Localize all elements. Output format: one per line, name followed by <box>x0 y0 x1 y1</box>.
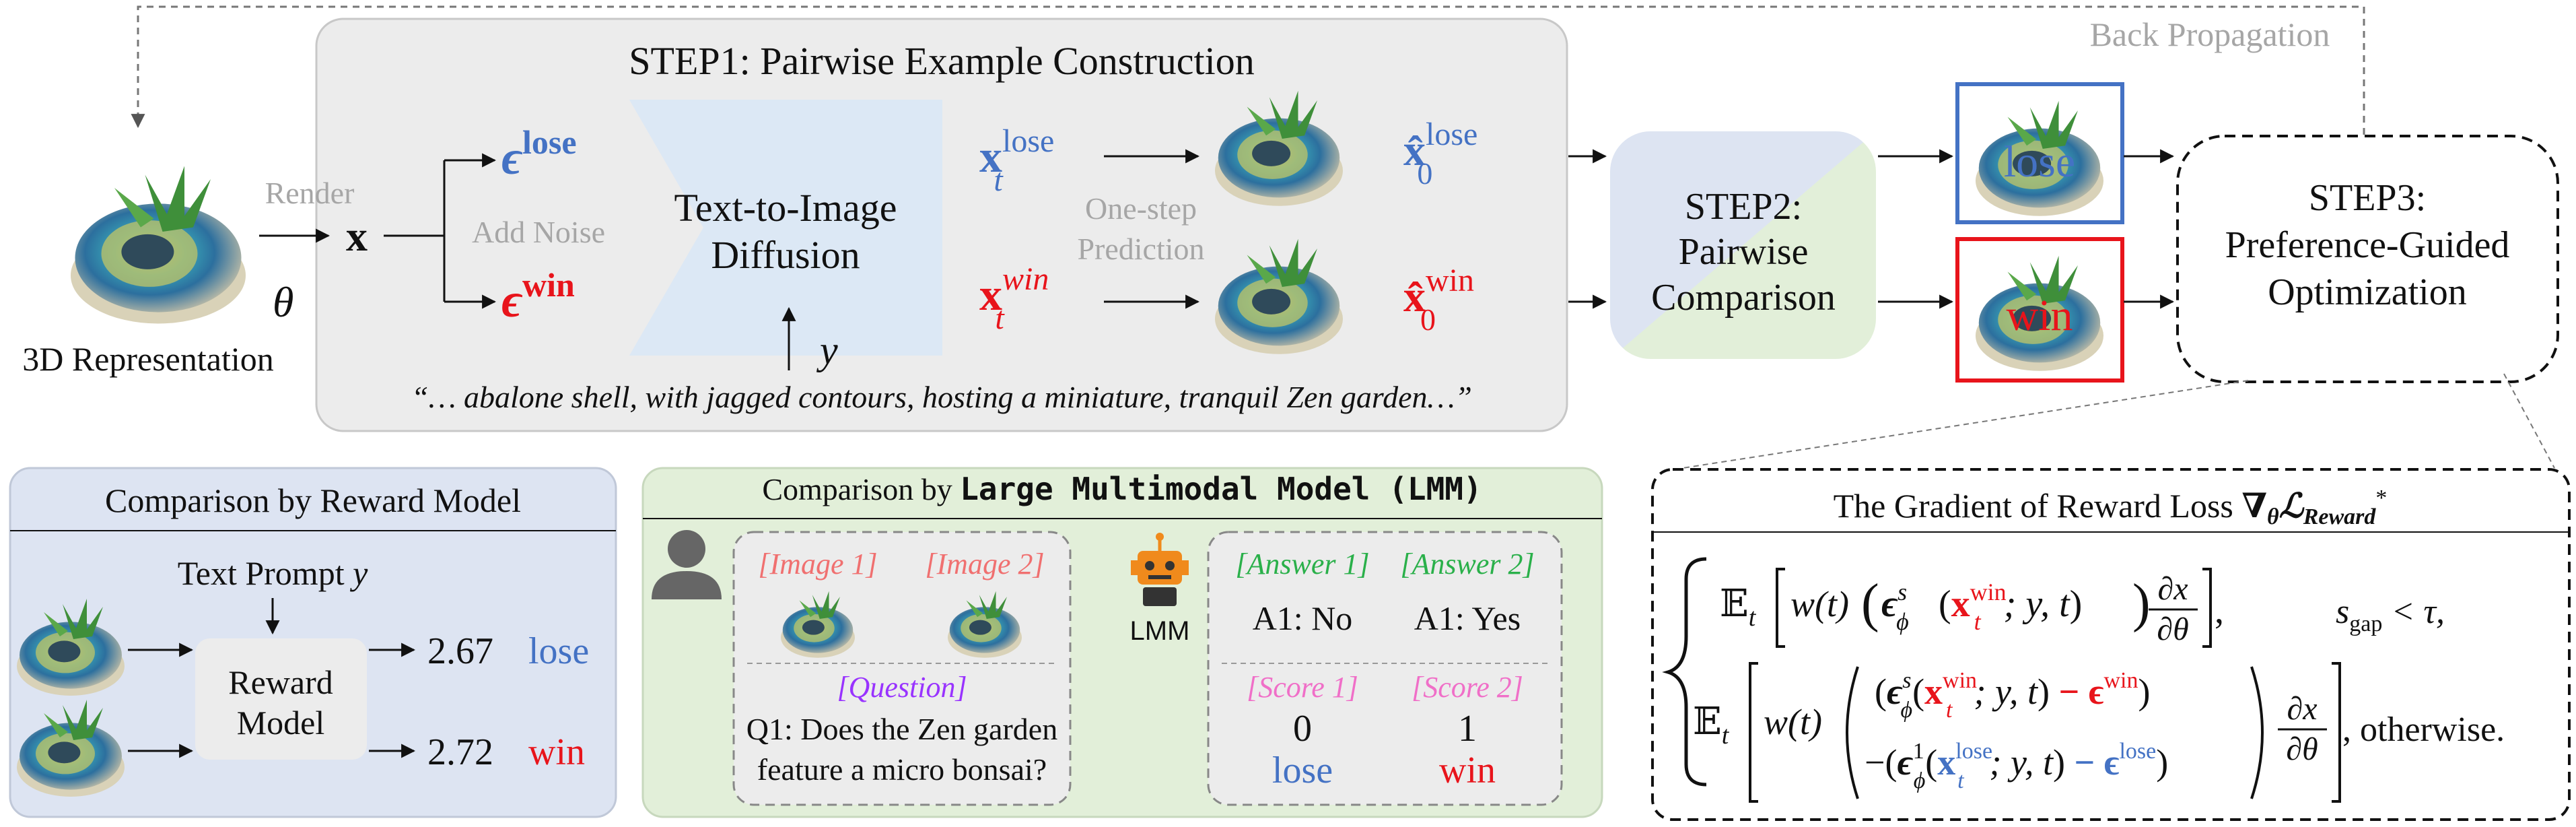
one-step-label-line1: One-step <box>1085 191 1197 226</box>
score1-tag: [Score 1] <box>1247 671 1358 704</box>
case1-left-bracket <box>1776 568 1785 648</box>
question-line2: feature a micro bonsai? <box>757 752 1047 787</box>
image1-tag: [Image 1] <box>758 548 877 581</box>
y-label: y <box>816 328 838 372</box>
step1-title: STEP1: Pairwise Example Construction <box>629 39 1255 83</box>
reward-score-lose: 2.67 <box>427 630 493 672</box>
back-propagation-arrow <box>131 5 2365 147</box>
case1-expectation: 𝔼t <box>1720 583 1757 632</box>
x-label: x <box>346 212 368 260</box>
reward-label-lose: lose <box>528 630 589 672</box>
case1-open-paren: ( <box>1861 574 1879 633</box>
step3-line1: STEP3: <box>2309 177 2426 219</box>
win-result-label: win <box>2007 291 2073 340</box>
score2-tag: [Score 2] <box>1412 671 1523 704</box>
gradient-panel-title: The Gradient of Reward Loss ∇θℒReward* <box>1834 486 2388 529</box>
case2-expectation: 𝔼t <box>1693 701 1730 750</box>
case1-close-paren: ) <box>2132 574 2151 633</box>
robot-icon <box>1131 533 1189 606</box>
eps-lose-symbol: ϵlose <box>501 123 577 185</box>
user-silhouette-icon <box>652 530 722 599</box>
answer1-tag: [Answer 1] <box>1235 548 1369 581</box>
one-step-label-line2: Prediction <box>1077 232 1204 266</box>
case1-condition: sgap < τ, <box>2336 593 2445 636</box>
text-prompt: “… abalone shell, with jagged contours, … <box>411 380 1472 414</box>
case1-right-bracket <box>2202 568 2212 648</box>
theta-label: θ <box>273 278 293 326</box>
image2-tag: [Image 2] <box>925 548 1044 581</box>
score2-label: win <box>1439 750 1496 791</box>
zoom-line-left <box>1682 380 2249 469</box>
question-tag: [Question] <box>837 671 967 704</box>
lose-result-label: lose <box>2004 137 2075 187</box>
case1-comma: , <box>2215 590 2224 632</box>
answer2-tag: [Answer 2] <box>1400 548 1534 581</box>
question-line1: Q1: Does the Zen garden <box>746 712 1057 746</box>
case2-left-bracket <box>1749 662 1758 803</box>
question-box <box>732 531 1072 806</box>
case2-weight: w(t) <box>1764 702 1822 742</box>
diffusion-label-line1: Text-to-Image <box>674 186 897 230</box>
step3-line3: Optimization <box>2268 271 2467 313</box>
reward-text-prompt: Text Prompt y <box>178 554 368 592</box>
score1-label: lose <box>1272 750 1333 791</box>
render-label: Render <box>265 176 355 210</box>
cases-brace <box>1662 557 1707 787</box>
reward-score-win: 2.72 <box>427 731 493 773</box>
reward-model-box <box>195 638 367 760</box>
diffusion-label-line2: Diffusion <box>711 233 860 277</box>
reward-panel-title: Comparison by Reward Model <box>105 482 521 519</box>
diffusion-model-shape <box>629 100 942 356</box>
answer-box <box>1207 531 1563 806</box>
case1-frac-den: ∂θ <box>2157 611 2188 647</box>
step3-box <box>2176 135 2559 383</box>
step2-line2: Pairwise <box>1679 231 1809 273</box>
step3-line2: Preference-Guided <box>2225 224 2510 266</box>
case2-right-bracket <box>2332 662 2341 803</box>
back-propagation-label: Back Propagation <box>2090 15 2330 53</box>
reward-model-line2: Model <box>237 704 325 741</box>
case2-big-open-paren <box>1846 666 1859 799</box>
answer1-text: A1: No <box>1253 599 1353 637</box>
case1-weight: w(t) <box>1790 584 1849 624</box>
reward-model-line1: Reward <box>228 663 333 701</box>
score1-value: 0 <box>1293 708 1312 750</box>
step2-box <box>1610 131 1876 359</box>
lmm-panel-title: Comparison by Large Multimodal Model (LM… <box>762 471 1482 507</box>
abalone-shell-render-icon <box>71 166 246 324</box>
noise-branch-lines <box>384 160 446 302</box>
reward-label-win: win <box>528 731 585 773</box>
case2-otherwise: , otherwise. <box>2342 710 2505 749</box>
step2-line3: Comparison <box>1651 277 1836 319</box>
score2-value: 1 <box>1458 708 1477 750</box>
zoom-line-right <box>2503 373 2555 469</box>
add-noise-label: Add Noise <box>472 215 605 249</box>
representation-label: 3D Representation <box>22 340 274 378</box>
eps-win-symbol: ϵwin <box>501 266 575 327</box>
case2-big-close-paren <box>2250 666 2264 799</box>
answer2-text: A1: Yes <box>1414 599 1521 637</box>
case2-frac-num: ∂x <box>2287 691 2317 727</box>
lmm-label: LMM <box>1130 616 1190 646</box>
case1-frac-num: ∂x <box>2157 571 2188 607</box>
step2-line1: STEP2: <box>1685 186 1802 228</box>
case2-frac-den: ∂θ <box>2286 731 2318 767</box>
